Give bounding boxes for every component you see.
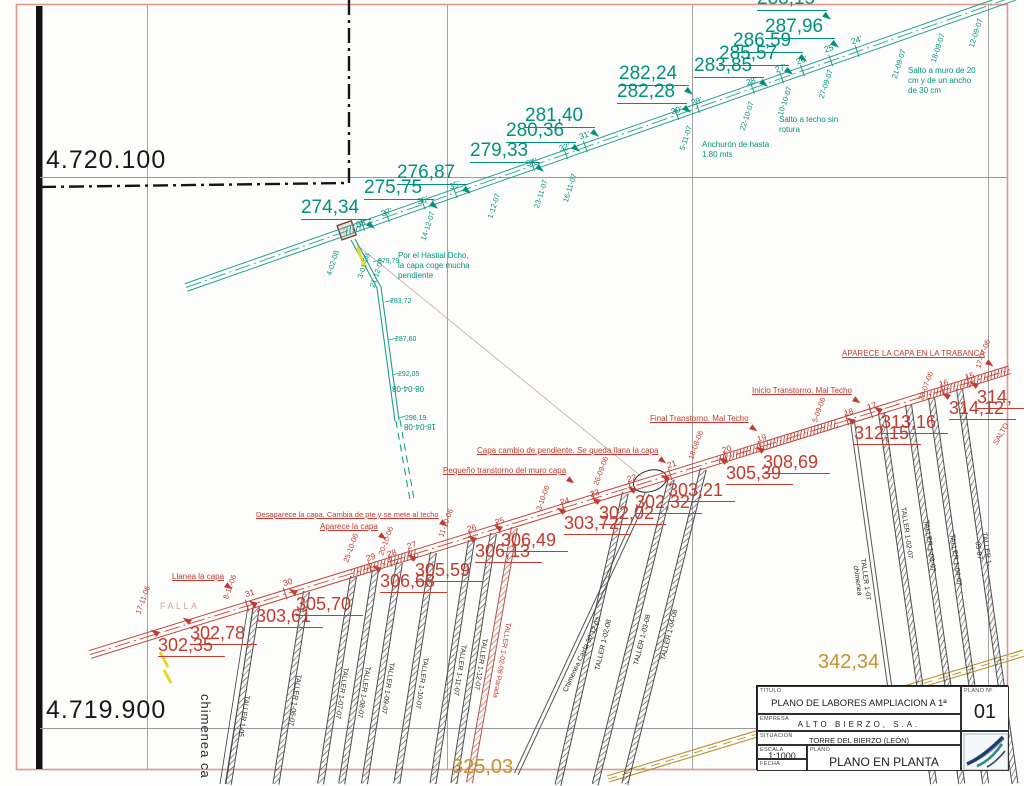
titleblock-plan-label: PLANO: [810, 747, 831, 753]
raise-elevation-label: 296,19: [405, 415, 427, 422]
titleblock-company-value: ALTO BIERZO, S.A.: [797, 720, 921, 729]
titleblock-plan-value: PLANO EN PLANTA: [829, 755, 939, 769]
raise-date-label: 18-04-08: [403, 422, 437, 431]
titleblock-location-label: SITUACION: [760, 733, 793, 739]
elevation-callout: 303,21: [659, 472, 736, 502]
chimney-text-label: chimenea ca: [198, 694, 213, 779]
gallery-note: Pequeño transtorno del muro capa: [443, 466, 577, 486]
gallery-note: Aparece la capa: [320, 522, 388, 542]
elevation-callout: 282,24: [619, 64, 696, 98]
gallery-note: Por el Hastial Dcho, la capa coge mucha …: [398, 251, 470, 280]
connector-line: [356, 244, 643, 478]
elevation-callout: 305,70: [287, 586, 364, 616]
elevation-callout: 313,16: [872, 404, 949, 434]
elevation-callout: 302,02: [590, 495, 667, 525]
titleblock-title-cell: TITULO PLANO DE LABORES AMPLIACION A 1ª: [757, 686, 961, 714]
gallery-note: Llanea la capa: [172, 572, 235, 592]
gallery-note: Salto a muro de 20 cm y de un ancho de 3…: [908, 66, 976, 95]
gallery-note: Anchurón de hasta 1.80 mts: [702, 140, 770, 159]
titleblock-title-value: PLANO DE LABORES AMPLIACION A 1ª: [771, 698, 947, 709]
sheet-border: [15, 3, 1009, 771]
elevation-callout: 276,87: [397, 163, 474, 197]
elevation-callout: 303,61: [247, 598, 324, 628]
coordinate-label-north: 4.720.100: [46, 146, 167, 174]
titleblock-date-label: FECHA: [760, 761, 781, 767]
elevation-callout: 302,35: [149, 627, 226, 657]
titleblock-number-cell: PLANO Nº 01: [961, 686, 1009, 731]
elevation-callout: 285,57: [719, 44, 796, 78]
titleblock-location-cell: SITUACION TORRE DEL BIERZO (LEÓN): [757, 731, 961, 745]
elevation-callout: 303,72: [555, 505, 632, 535]
gallery-note: Salto a techo sin rotura: [779, 115, 839, 134]
gallery-note: Final Transtorno. Mal Techo: [650, 414, 759, 434]
boundary-dashdot-line: [39, 0, 351, 189]
elevation-callout: 286,59: [733, 31, 810, 65]
coordinate-label-south: 4.719.900: [46, 696, 167, 724]
titleblock-location-value: TORRE DEL BIERZO (LEÓN): [808, 736, 910, 745]
elevation-callout: 282,28: [617, 82, 694, 116]
elevation-callout: 288,15: [757, 0, 834, 23]
raise-elevation-label: 287,60: [395, 336, 417, 343]
elevation-callout: 274,34: [301, 198, 378, 232]
raise-elevation-label: 292,05: [398, 371, 420, 378]
gallery-note: Inicio Transtorno. Mal Techo: [752, 386, 862, 406]
elevation-callout: 306,68: [371, 563, 448, 593]
gallery-note: Desaparece la capa. Cambia de pte y se m…: [256, 510, 449, 530]
elevation-callout: 279,33: [470, 141, 547, 175]
elevation-callout: 281,40: [525, 106, 602, 140]
raise-elevation-label: 283,72: [390, 298, 412, 305]
elevation-callout: 314,: [968, 379, 1024, 409]
elevation-callout: 314,12: [940, 390, 1017, 420]
elevation-callout: 305,39: [717, 455, 794, 485]
titleblock-logo-cell: [961, 731, 1009, 771]
company-logo: [963, 733, 1008, 770]
titleblock-number-value: 01: [973, 701, 997, 723]
raise-elevation-label: 279,79: [378, 258, 400, 265]
titleblock-company-label: EMPRESA: [760, 716, 789, 722]
elevation-callout: 287,96: [765, 17, 842, 51]
titleblock-scale-cell: ESCALA 1:1000: [757, 745, 807, 759]
gallery-note: Capa cambio de pendiente. Se queda llana…: [477, 446, 669, 466]
gallery-note: APARECE LA CAPA EN LA TRABANCA: [842, 349, 995, 369]
titleblock-company-cell: EMPRESA ALTO BIERZO, S.A.: [757, 714, 961, 731]
title-block: TITULO PLANO DE LABORES AMPLIACION A 1ª …: [756, 685, 1009, 771]
concession-thick-line: [36, 6, 43, 769]
gold-elevation-label: 342,34: [818, 651, 880, 673]
yellow-marks: [158, 246, 367, 684]
titleblock-number-label: PLANO Nº: [964, 688, 993, 694]
titleblock-scale-value: 1:1000: [768, 750, 796, 759]
titleblock-date-cell: FECHA: [757, 759, 807, 771]
elevation-callout: 302,32: [626, 484, 703, 514]
elevation-callout: 283,85: [694, 56, 771, 90]
fault-label: FALLA: [160, 601, 200, 611]
elevation-callout: 280,36: [506, 121, 583, 155]
grid-lines: [40, 5, 1007, 769]
titleblock-title-label: TITULO: [760, 688, 782, 694]
elevation-callout: 306,49: [492, 522, 569, 552]
raise-date-label: 08-04-08: [391, 384, 425, 393]
elevation-callout: 275,75: [364, 178, 441, 212]
elevation-callout: 305,59: [406, 552, 483, 582]
gold-elevation-label: 325,03: [452, 756, 514, 778]
titleblock-plan-cell: PLANO PLANO EN PLANTA: [807, 745, 961, 771]
elevation-callout: 302,78: [181, 615, 258, 645]
elevation-callout: 308,69: [754, 444, 831, 474]
titleblock-scale-label: ESCALA: [760, 747, 784, 753]
